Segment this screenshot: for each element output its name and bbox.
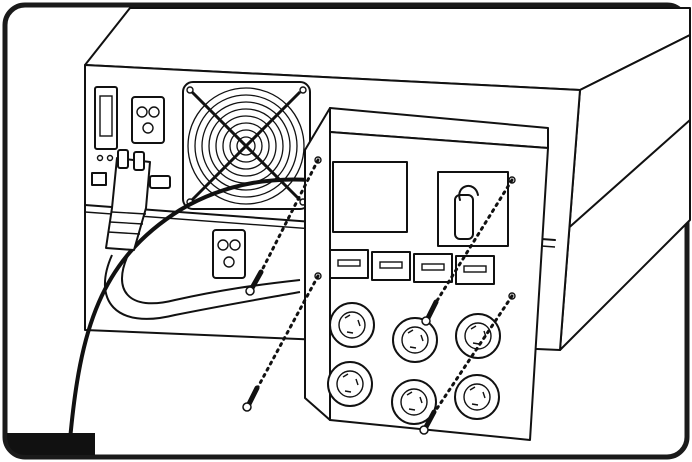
serial-port (149, 175, 171, 189)
ups-side-seam (554, 119, 691, 241)
mount-hole-4 (508, 292, 516, 300)
outlet-4 (327, 361, 373, 407)
mounting-screws (242, 158, 514, 435)
input-plug (105, 149, 151, 251)
pdu-panel (304, 107, 549, 441)
cooling-fan (182, 81, 311, 210)
outlet-5 (391, 379, 437, 425)
mount-hole-2 (314, 272, 322, 280)
network-port (91, 172, 107, 186)
screw-2 (242, 385, 260, 412)
indicator-led-2 (106, 154, 114, 162)
alignment-line-1 (254, 158, 320, 284)
twist-lock-outlets (327, 302, 501, 425)
fan-grille (187, 87, 305, 205)
rear-controls (91, 86, 246, 279)
power-cable (68, 149, 311, 441)
cable-sleeve-outline-1 (103, 254, 301, 320)
alignment-line-4 (426, 294, 514, 424)
output-receptacle-lower (212, 229, 246, 279)
main-breaker-switch (437, 171, 509, 247)
alignment-line-2 (250, 274, 320, 400)
input-receptacle-top (131, 96, 165, 144)
cable-sleeve-outline-2 (121, 254, 301, 305)
circuit-breakers (329, 249, 495, 285)
outlet-3 (455, 313, 501, 359)
step-tab (7, 433, 95, 455)
outlet-6 (454, 374, 500, 420)
input-power-cord (68, 177, 311, 441)
pdu-label-window (332, 161, 408, 233)
outlet-2 (392, 317, 438, 363)
mount-hole-1 (314, 156, 322, 164)
screw-1 (245, 269, 264, 296)
mount-hole-3 (508, 176, 516, 184)
outlet-1 (329, 302, 375, 348)
screw-3 (421, 299, 439, 326)
alignment-line-3 (428, 178, 514, 314)
pdu-side-edge (304, 107, 331, 421)
indicator-led-1 (96, 154, 104, 162)
comm-slot-inner (99, 95, 113, 137)
screw-4 (419, 409, 437, 435)
